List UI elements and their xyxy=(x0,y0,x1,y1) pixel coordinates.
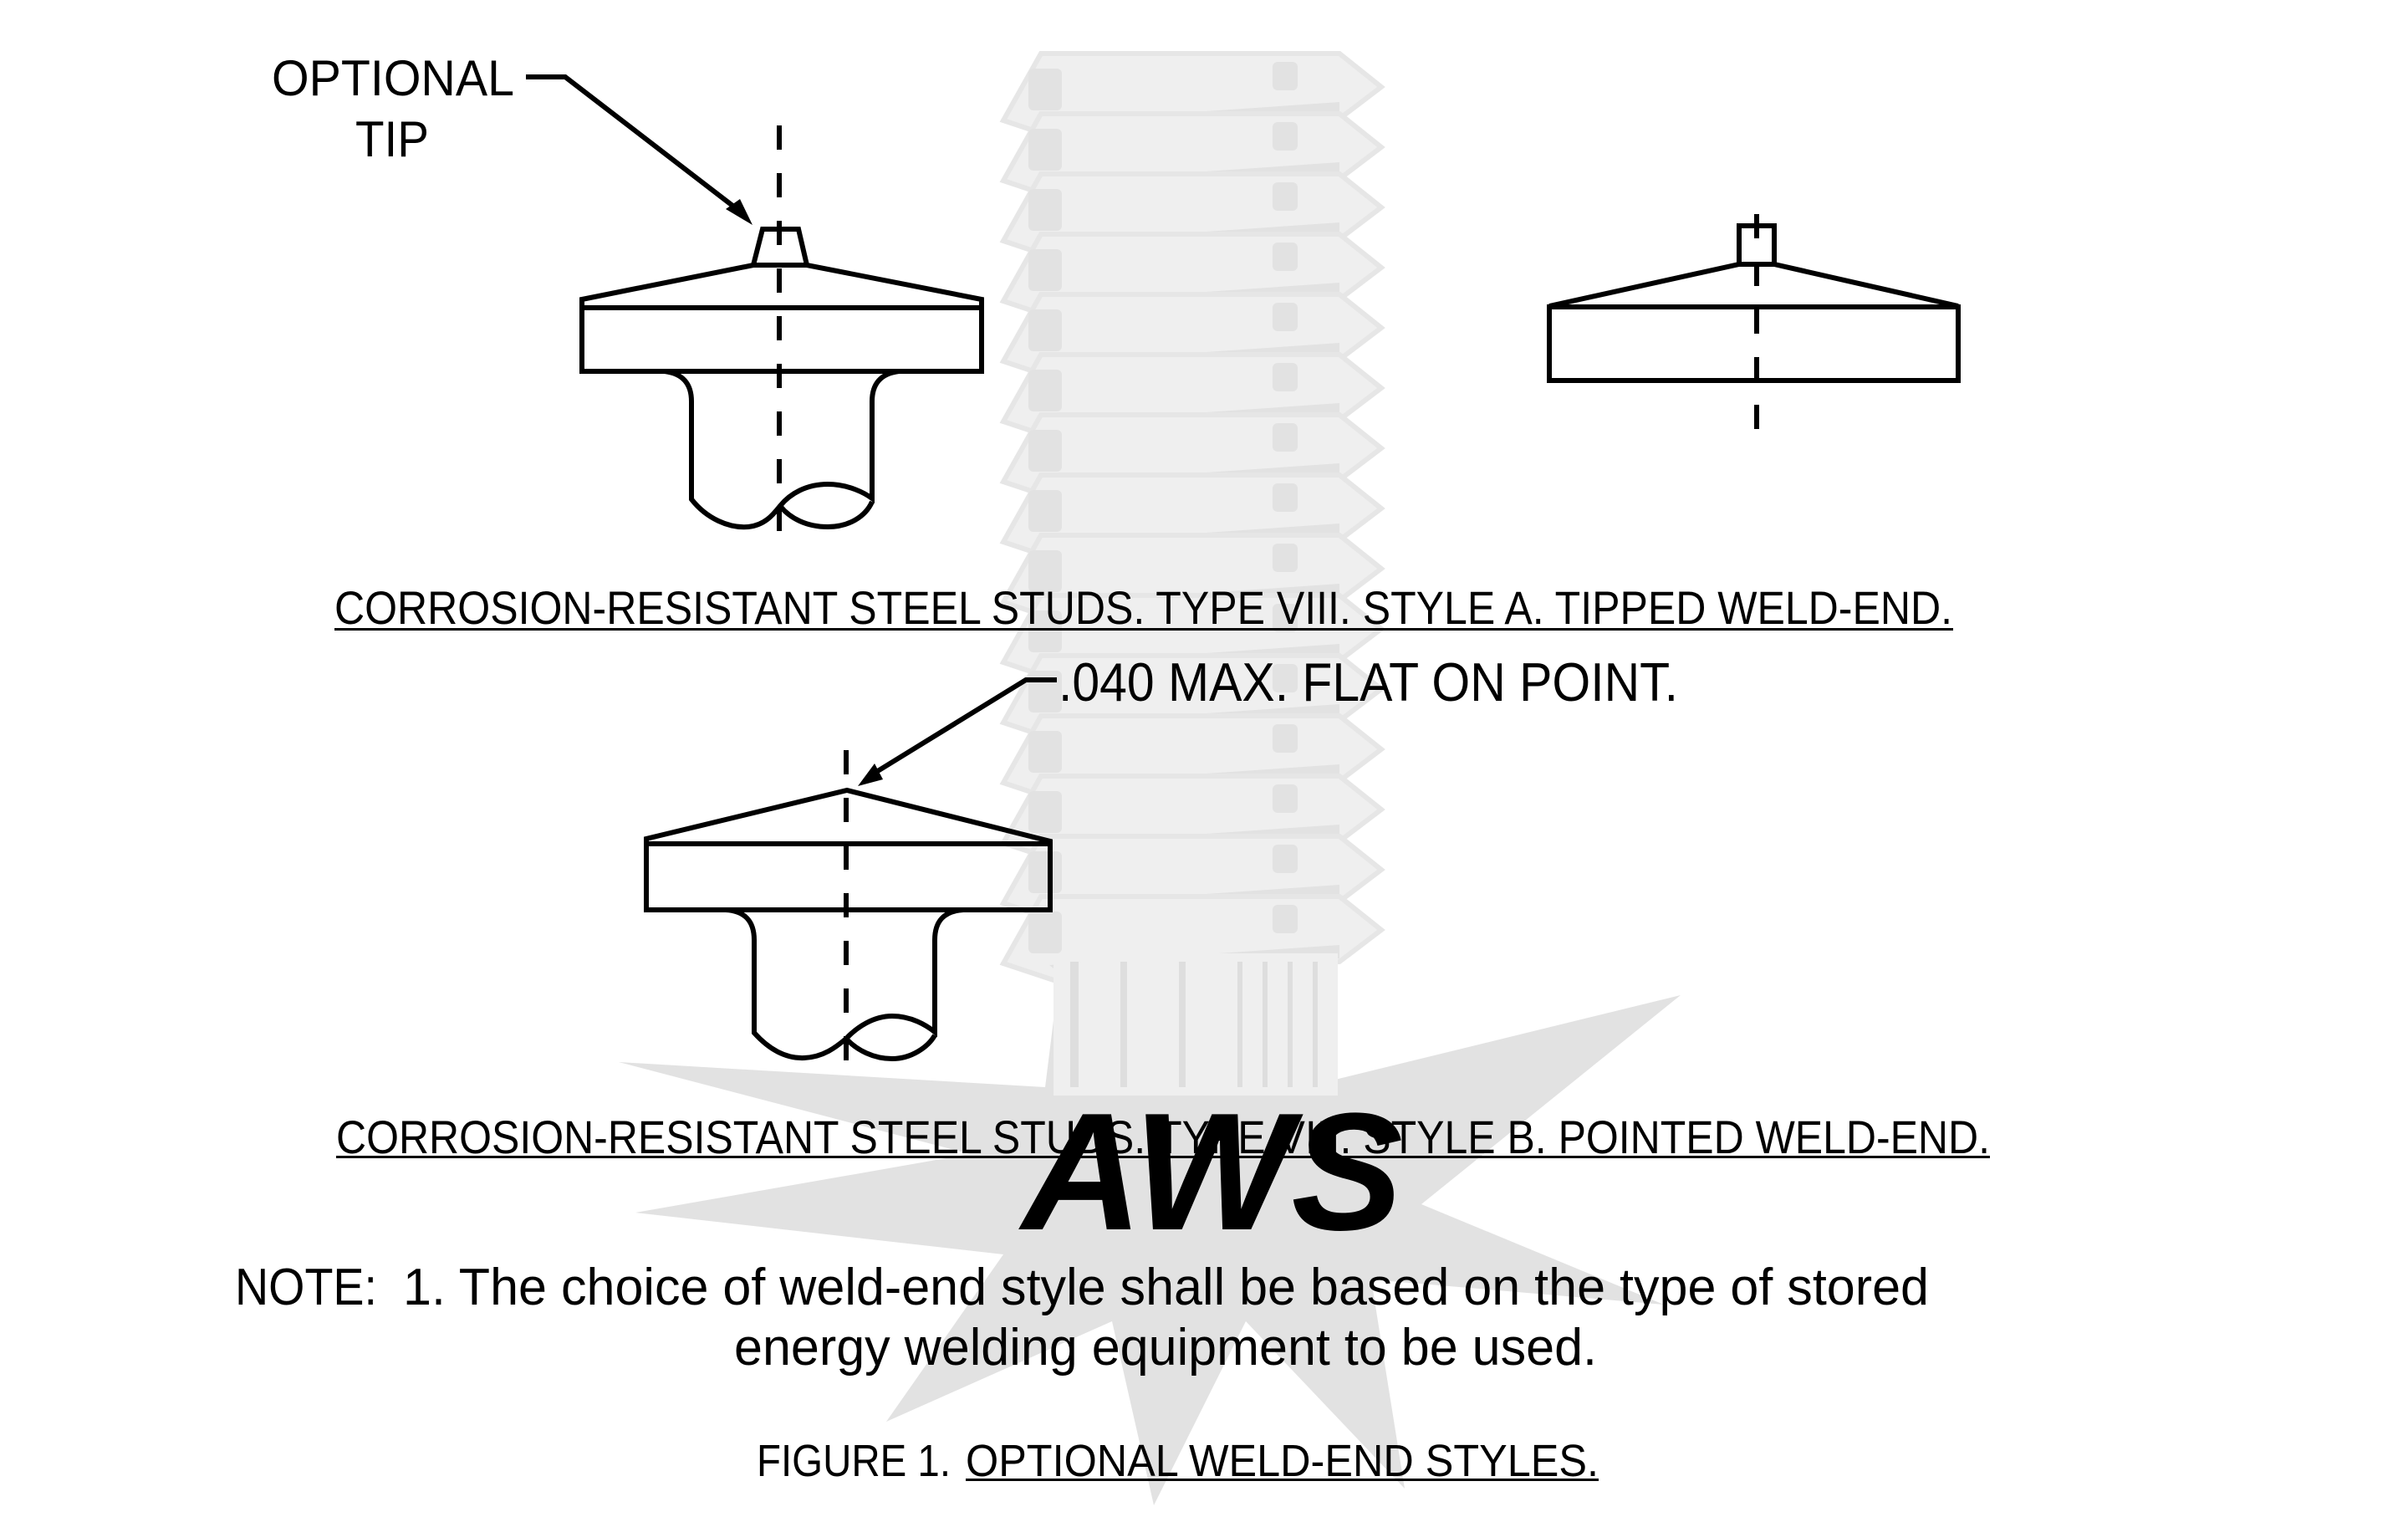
optional-tip-leader xyxy=(526,74,744,216)
thread-notch xyxy=(1273,905,1298,933)
stud-b-shank xyxy=(725,907,964,1061)
shank-lines xyxy=(1070,962,1318,1087)
stud-b-break-lower xyxy=(844,1034,937,1062)
optional-tip-label-line1: OPTIONAL xyxy=(272,50,514,106)
style-a-caption: CORROSION-RESISTANT STEEL STUDS. TYPE VI… xyxy=(334,581,1952,634)
optional-tip-arrowhead-icon xyxy=(726,199,752,225)
figure-number: FIGURE 1. xyxy=(757,1436,951,1486)
style-b-caption: CORROSION-RESISTANT STEEL STUDS. TYPE VI… xyxy=(336,1111,1990,1163)
note-label: NOTE: xyxy=(235,1259,377,1316)
thread-notch xyxy=(1273,62,1298,90)
thread-notch xyxy=(1028,189,1062,231)
thread-notch xyxy=(1028,851,1062,893)
stud-a-shank xyxy=(664,369,900,530)
watermark-letters: AWS xyxy=(1018,1079,1403,1265)
starburst-shape xyxy=(619,953,1681,1505)
thread-notch xyxy=(1028,490,1062,532)
thread-notch xyxy=(1028,610,1062,652)
shank-block xyxy=(1054,953,1338,1096)
flat-on-point-leader xyxy=(868,677,1057,779)
thread-notch xyxy=(1273,122,1298,151)
thread-notch xyxy=(1273,243,1298,271)
stud-a-break-lower xyxy=(778,500,875,530)
thread-notch xyxy=(1028,791,1062,833)
stud-style-a-drawing xyxy=(526,74,984,535)
note-line-1: 1. The choice of weld-end style shall be… xyxy=(403,1259,1929,1316)
thread-notch xyxy=(1028,550,1062,592)
thread-notch xyxy=(1273,724,1298,753)
figure-title-underline xyxy=(966,1479,1599,1481)
thread-notch xyxy=(1028,430,1062,472)
thread-notch xyxy=(1028,912,1062,953)
thread-notch xyxy=(1273,303,1298,331)
thread-notch xyxy=(1028,69,1062,110)
thread-notch xyxy=(1028,370,1062,411)
thread-notch xyxy=(1273,483,1298,512)
flat-on-point-label: .040 MAX. FLAT ON POINT. xyxy=(1059,651,1678,713)
thread-notch xyxy=(1028,249,1062,291)
optional-tip-label-line2: TIP xyxy=(355,111,429,167)
stud-a-right-flange xyxy=(1547,304,1961,383)
thread-notch xyxy=(1273,182,1298,211)
thread-notch xyxy=(1028,671,1062,713)
thread-notch xyxy=(1028,731,1062,773)
thread-notch xyxy=(1273,363,1298,391)
stud-style-b-drawing xyxy=(644,677,1057,1062)
thread-notch xyxy=(1273,604,1298,632)
thread-notch xyxy=(1273,784,1298,813)
stud-a-cone xyxy=(579,263,984,308)
thread-notch xyxy=(1273,544,1298,572)
stud-a-right-cone xyxy=(1548,262,1959,309)
flat-on-point-arrowhead-icon xyxy=(858,764,883,786)
style-b-caption-underline xyxy=(336,1156,1990,1158)
aws-watermark-logo-icon: AWS xyxy=(619,51,1681,1505)
style-a-caption-underline xyxy=(334,628,1953,631)
stud-style-a-head-drawing xyxy=(1547,214,1961,435)
thread-notch xyxy=(1273,845,1298,873)
thread-column xyxy=(999,51,1385,983)
figure-title: OPTIONAL WELD-END STYLES. xyxy=(966,1436,1599,1486)
thread-notch xyxy=(1273,423,1298,452)
thread-notch xyxy=(1273,664,1298,692)
thread-notch xyxy=(1028,129,1062,171)
thread-notch xyxy=(1028,309,1062,351)
note-line-2: energy welding equipment to be used. xyxy=(734,1319,1597,1377)
